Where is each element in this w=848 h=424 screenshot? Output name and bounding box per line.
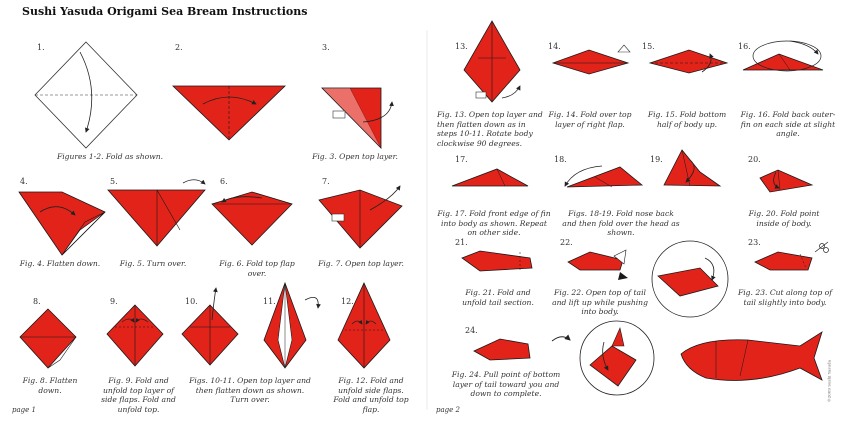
caption-fig-24: Fig. 24. Pull point of bottom layer of t… [451,370,561,398]
step-number: 13. [455,42,468,51]
step-number: 19. [650,155,663,164]
figure-5 [107,179,206,247]
figure-24 [473,334,571,361]
step-number: 10. [185,297,198,306]
step-number: 17. [455,155,468,164]
completed-fish [680,331,823,381]
caption-fig-23: Fig. 23. Cut along top of tail slightly … [737,288,833,307]
caption-fig-15: Fig. 15. Fold bottom half of body up. [647,110,727,129]
caption-fig-3: Fig. 3. Open top layer. [312,152,398,161]
step-number: 16. [738,42,751,51]
figure-1 [34,41,138,149]
caption-fig-9: Fig. 9. Fold and unfold top layer of sid… [101,376,176,414]
caption-fig-17: Fig. 17. Fold front edge of fin into bod… [437,209,551,237]
figure-22-detail [651,240,729,318]
figure-14 [551,44,631,75]
step-number: 9. [110,297,118,306]
caption-fig-14: Fig. 14. Fold over top layer of right fl… [548,110,632,129]
figure-24-detail [579,320,655,396]
figure-21 [461,250,533,272]
figure-2 [172,85,286,141]
caption-fig-12: Fig. 12. Fold and unfold side flaps. Fol… [333,376,409,414]
figure-22 [567,249,628,280]
step-number: 5. [110,177,118,186]
caption-fig-16: Fig. 16. Fold back outer-fin on each sid… [740,110,836,138]
figure-8 [19,308,77,369]
caption-fig-4: Fig. 4. Flatten down. [19,259,101,268]
figure-15 [648,49,729,74]
figure-7 [318,185,403,249]
step-number: 20. [748,155,761,164]
caption-fig-18-19: Figs. 18-19. Fold nose back and then fol… [562,209,680,237]
caption-fig-1-2: Figures 1-2. Fold as shown. [56,152,164,161]
step-number: 2. [175,43,183,52]
step-number: 22. [560,238,573,247]
step-number: 23. [748,238,761,247]
figure-13 [463,20,521,103]
step-number: 1. [37,43,45,52]
caption-fig-13: Fig. 13. Open top layer and then flatten… [437,110,543,148]
step-number: 12. [341,297,354,306]
step-number: 24. [465,326,478,335]
figure-20 [759,169,814,193]
scissors-icon [814,241,829,253]
figure-9 [106,304,164,367]
figure-4 [18,191,106,256]
step-number: 18. [554,155,567,164]
step-number: 21. [455,238,468,247]
figure-11 [263,281,321,369]
figure-16 [742,40,824,72]
caption-fig-20: Fig. 20. Fold point inside of body. [748,209,820,228]
figure-17 [451,168,529,187]
caption-fig-21: Fig. 21. Fold and unfold tail section. [462,288,534,307]
step-number: 4. [20,177,28,186]
step-number: 7. [322,177,330,186]
caption-fig-5: Fig. 5. Turn over. [119,259,187,268]
caption-fig-22: Fig. 22. Open top of tail and lift up wh… [552,288,648,316]
figure-23 [754,241,829,271]
step-number: 3. [322,43,330,52]
page-label: page 2 [436,406,460,414]
caption-fig-7: Fig. 7. Open top layer. [318,259,404,268]
copyright-note: ©2009 Sushi Yasuda [826,360,831,403]
caption-fig-8: Fig. 8. Flatten down. [22,376,78,395]
figure-3 [321,87,394,149]
figure-18 [564,165,644,188]
step-number: 6. [220,177,228,186]
caption-fig-10-11: Figs. 10-11. Open top layer and then fla… [189,376,311,404]
step-number: 14. [548,42,561,51]
page-label: page 1 [12,406,36,414]
step-number: 8. [33,297,41,306]
caption-fig-6: Fig. 6. Fold top flap over. [219,259,295,278]
figure-19 [663,149,722,187]
step-number: 15. [642,42,655,51]
figure-12 [337,282,391,369]
step-number: 11. [263,297,276,306]
figure-6 [211,191,293,246]
document-title: Sushi Yasuda Origami Sea Bream Instructi… [22,5,308,18]
figure-10 [181,287,239,366]
